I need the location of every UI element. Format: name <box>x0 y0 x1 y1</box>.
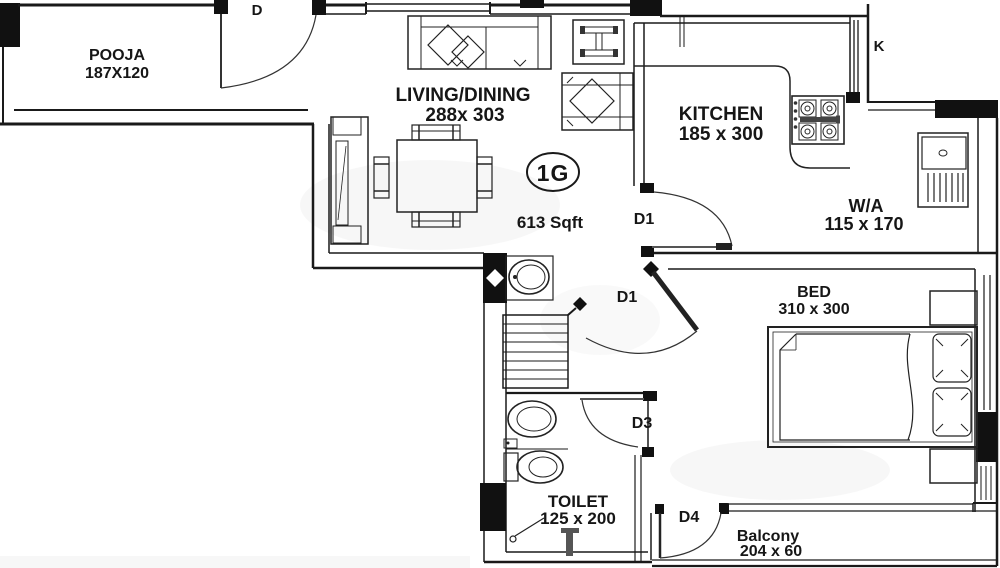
doors <box>220 14 733 559</box>
door-label-d1-bed: D1 <box>617 289 638 306</box>
room-label-toilet: TOILET <box>548 492 609 511</box>
room-dims-balcony: 204 x 60 <box>740 543 802 560</box>
room-dims-wash: 115 x 170 <box>824 214 903 234</box>
room-label-pooja: POOJA <box>89 47 145 64</box>
room-dims-toilet: 125 x 200 <box>540 509 616 528</box>
room-label-bed: BED <box>797 284 831 301</box>
room-dims-kitchen: 185 x 300 <box>679 124 764 145</box>
door-label-d1-kitchen: D1 <box>634 211 655 228</box>
bedroom-furniture <box>767 290 978 484</box>
kitchen-fixtures <box>634 65 969 208</box>
door-label-d3: D3 <box>632 415 653 432</box>
room-label-living: LIVING/DINING <box>395 85 530 106</box>
windows <box>365 0 992 512</box>
door-label-entry: D <box>252 2 263 19</box>
door-label-d4: D4 <box>679 509 700 526</box>
unit-badge-label: 1G <box>537 160 570 186</box>
room-dims-pooja: 187X120 <box>85 65 149 82</box>
room-dims-bed: 310 x 300 <box>778 301 849 318</box>
living-furniture <box>330 15 634 245</box>
room-label-kitchen: KITCHEN <box>679 104 763 125</box>
room-label-balcony: Balcony <box>737 528 799 545</box>
sanitary-fixtures <box>503 255 579 556</box>
unit-area-label: 613 Sqft <box>517 213 583 232</box>
room-label-wash: W/A <box>849 196 884 216</box>
unit-badge: 1G <box>526 152 580 192</box>
stairs <box>502 314 569 389</box>
room-dims-living: 288x 303 <box>425 105 504 126</box>
marker-label-k: K <box>874 38 885 55</box>
